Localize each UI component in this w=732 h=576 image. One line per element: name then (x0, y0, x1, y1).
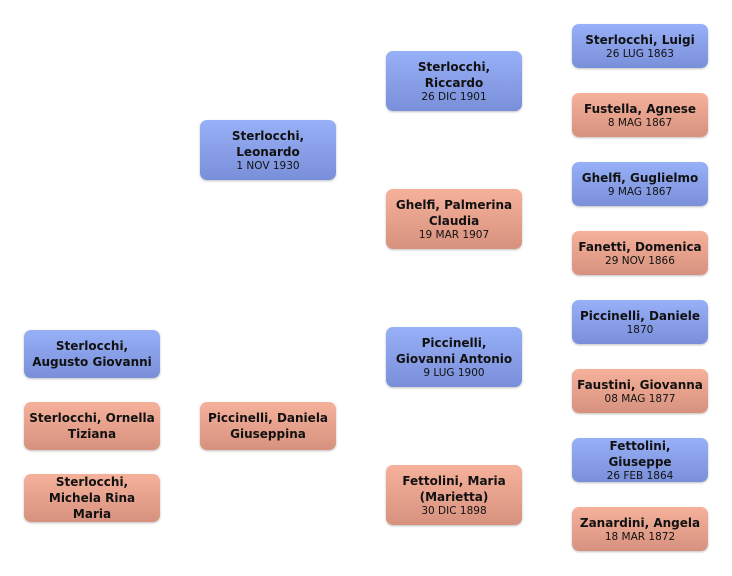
person-date: 9 LUG 1900 (423, 366, 485, 379)
person-date: 8 MAG 1867 (607, 116, 673, 129)
person-date: 26 FEB 1864 (606, 469, 674, 482)
person-name: Sterlocchi, Leonardo (231, 128, 305, 159)
person-box-great-grandparent-5[interactable]: Piccinelli, Daniele 1870 (572, 300, 708, 344)
person-name: Sterlocchi, Ornella Tiziana (29, 411, 155, 441)
person-box-great-grandparent-4[interactable]: Fanetti, Domenica 29 NOV 1866 (572, 231, 708, 275)
person-date: 1 NOV 1930 (236, 159, 300, 172)
person-name: Fustella, Agnese (583, 101, 697, 116)
person-box-paternal-grandmother[interactable]: Ghelfi, Palmerina Claudia 19 MAR 1907 (386, 189, 522, 249)
person-name: Sterlocchi, Riccardo (417, 59, 491, 90)
person-name: Sterlocchi, Luigi (585, 32, 695, 47)
person-box-great-grandparent-3[interactable]: Ghelfi, Guglielmo 9 MAG 1867 (572, 162, 708, 206)
person-box-sterlocchi-augusto-giovanni[interactable]: Sterlocchi, Augusto Giovanni (24, 330, 160, 378)
person-box-great-grandparent-2[interactable]: Fustella, Agnese 8 MAG 1867 (572, 93, 708, 137)
person-box-maternal-grandmother[interactable]: Fettolini, Maria (Marietta) 30 DIC 1898 (386, 465, 522, 525)
person-box-great-grandparent-7[interactable]: Fettolini, Giuseppe 26 FEB 1864 (572, 438, 708, 482)
person-box-sterlocchi-ornella-tiziana[interactable]: Sterlocchi, Ornella Tiziana (24, 402, 160, 450)
person-box-great-grandparent-1[interactable]: Sterlocchi, Luigi 26 LUG 1863 (572, 24, 708, 68)
person-date: 26 LUG 1863 (606, 47, 674, 60)
person-name: Piccinelli, Giovanni Antonio (395, 335, 513, 366)
person-name: Ghelfi, Palmerina Claudia (395, 197, 513, 228)
person-box-paternal-grandfather[interactable]: Sterlocchi, Riccardo 26 DIC 1901 (386, 51, 522, 111)
person-date: 08 MAG 1877 (604, 392, 676, 405)
person-name: Faustini, Giovanna (577, 377, 703, 392)
person-box-sterlocchi-michela-rina-maria[interactable]: Sterlocchi, Michela Rina Maria (24, 474, 160, 522)
person-name: Sterlocchi, Augusto Giovanni (32, 339, 152, 369)
person-date: 29 NOV 1866 (605, 254, 675, 267)
person-name: Piccinelli, Daniela Giuseppina (207, 411, 329, 441)
person-name: Piccinelli, Daniele (579, 308, 701, 323)
person-name: Fettolini, Maria (Marietta) (402, 473, 506, 504)
person-name: Sterlocchi, Michela Rina Maria (48, 475, 136, 521)
person-box-maternal-grandfather[interactable]: Piccinelli, Giovanni Antonio 9 LUG 1900 (386, 327, 522, 387)
person-date: 26 DIC 1901 (421, 90, 487, 103)
person-box-father[interactable]: Sterlocchi, Leonardo 1 NOV 1930 (200, 120, 336, 180)
person-name: Fettolini, Giuseppe (608, 438, 672, 469)
person-date: 18 MAR 1872 (604, 530, 676, 543)
person-date: 30 DIC 1898 (421, 504, 487, 517)
person-name: Fanetti, Domenica (578, 239, 702, 254)
person-box-great-grandparent-8[interactable]: Zanardini, Angela 18 MAR 1872 (572, 507, 708, 551)
person-date: 19 MAR 1907 (418, 228, 490, 241)
person-name: Ghelfi, Guglielmo (581, 170, 699, 185)
person-box-mother[interactable]: Piccinelli, Daniela Giuseppina (200, 402, 336, 450)
person-box-great-grandparent-6[interactable]: Faustini, Giovanna 08 MAG 1877 (572, 369, 708, 413)
person-date: 9 MAG 1867 (607, 185, 673, 198)
person-date: 1870 (626, 323, 654, 336)
person-name: Zanardini, Angela (579, 515, 701, 530)
